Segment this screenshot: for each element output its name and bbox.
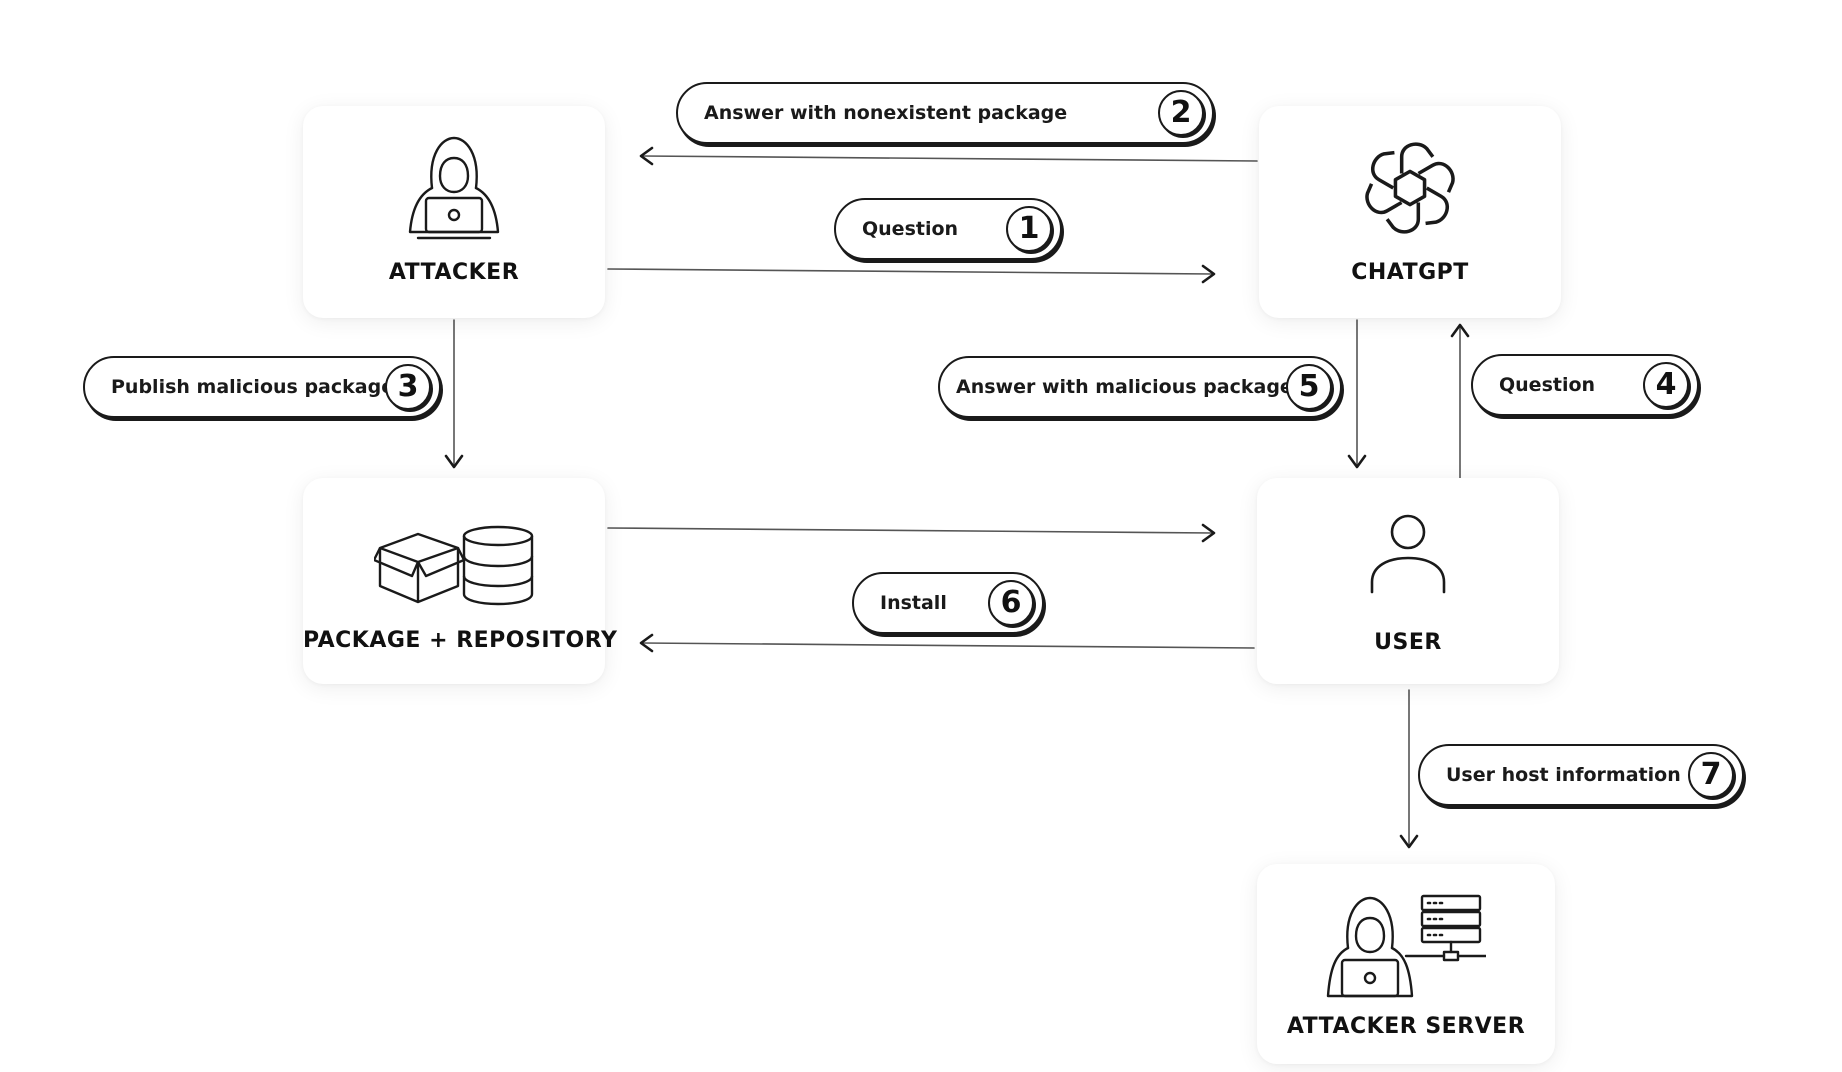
step-1-pill: Question 1 [834, 198, 1062, 260]
openai-logo-icon [1365, 142, 1455, 234]
step-number-badge: 6 [988, 580, 1034, 626]
node-label: CHATGPT [1351, 260, 1469, 285]
step-number-badge: 1 [1006, 206, 1052, 252]
arrow-question-attacker-to-chatgpt [607, 268, 1214, 275]
node-label: ATTACKER SERVER [1286, 1014, 1526, 1039]
step-label: Publish malicious package [111, 376, 395, 398]
database-icon [462, 525, 534, 606]
hacker-with-server-icon [1326, 894, 1486, 998]
node-label: PACKAGE + REPOSITORY [303, 628, 618, 653]
arrowhead-publish-attacker-to-repository [444, 454, 464, 469]
step-5-pill: Answer with malicious package 5 [938, 356, 1342, 418]
user-icon [1370, 514, 1446, 594]
arrow-install-user-to-repository [641, 642, 1255, 649]
step-6-pill: Install 6 [852, 572, 1044, 634]
arrowhead-question-user-to-chatgpt [1450, 323, 1470, 338]
step-number-badge: 3 [385, 364, 431, 410]
hooded-hacker-laptop-icon [408, 136, 500, 240]
node-label: USER [1374, 630, 1442, 655]
arrowhead-repository-to-user [1201, 523, 1216, 543]
step-label: Answer with malicious package [956, 376, 1293, 398]
step-4-pill: Question 4 [1471, 354, 1699, 416]
arrowhead-answer-chatgpt-to-user [1347, 454, 1367, 469]
arrow-answer-chatgpt-to-attacker [641, 155, 1258, 162]
step-label: User host information [1446, 764, 1681, 786]
step-3-pill: Publish malicious package 3 [83, 356, 441, 418]
step-label: Question [862, 218, 959, 240]
arrowhead-answer-chatgpt-to-attacker [639, 146, 654, 166]
step-2-pill: Answer with nonexistent package 2 [676, 82, 1214, 144]
step-label: Install [880, 592, 947, 614]
attacker-server-node: ATTACKER SERVER [1257, 864, 1555, 1064]
hooded-hacker-icon [1326, 896, 1414, 998]
server-rack-icon [1404, 894, 1486, 962]
package-repository-node: PACKAGE + REPOSITORY [303, 478, 618, 684]
step-label: Answer with nonexistent package [704, 102, 1068, 124]
arrowhead-info-user-to-attacker-server [1399, 834, 1419, 849]
box-and-database-icon [374, 525, 534, 606]
step-label: Question [1499, 374, 1596, 396]
node-label: ATTACKER [388, 260, 520, 285]
package-box-icon [374, 532, 466, 604]
step-number-badge: 4 [1643, 362, 1689, 408]
attacker-node: ATTACKER [303, 106, 605, 318]
step-number-badge: 2 [1158, 90, 1204, 136]
arrow-repository-to-user [607, 527, 1214, 534]
step-number-badge: 7 [1688, 752, 1734, 798]
user-node: USER [1257, 478, 1559, 684]
chatgpt-node: CHATGPT [1259, 106, 1561, 318]
arrowhead-install-user-to-repository [639, 633, 654, 653]
arrowhead-question-attacker-to-chatgpt [1201, 264, 1216, 284]
step-7-pill: User host information 7 [1418, 744, 1744, 806]
step-number-badge: 5 [1286, 364, 1332, 410]
